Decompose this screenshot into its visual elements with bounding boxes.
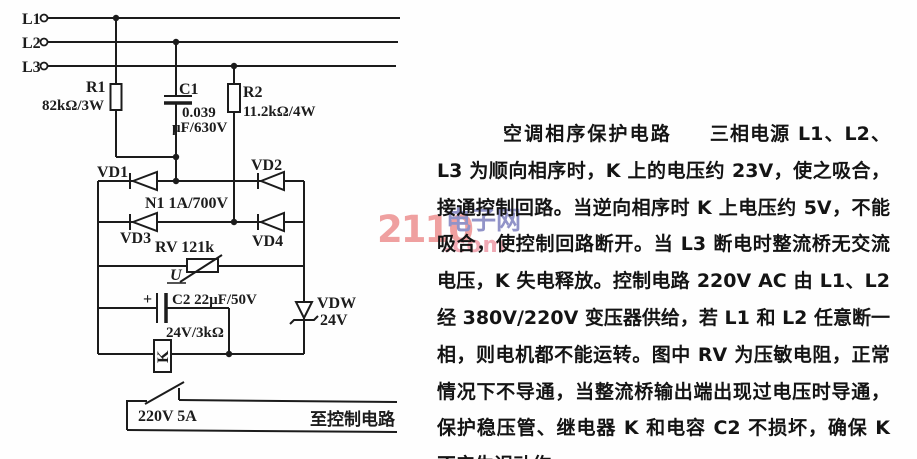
phase-line-l1: L1	[22, 11, 400, 28]
vd1-label: VD1	[97, 164, 128, 181]
capacitor-c2: + C2 22µF/50V	[98, 291, 257, 358]
diode-vd2: VD2	[251, 157, 285, 192]
c2-value-label: C2 22µF/50V	[172, 292, 257, 308]
output-label: 至控制电路	[310, 409, 396, 430]
description-paragraph: 空调相序保护电路三相电源 L1、L2、L3 为顺向相序时，K 上的电压约 23V…	[437, 116, 890, 459]
description-article: 空调相序保护电路三相电源 L1、L2、L3 为顺向相序时，K 上的电压约 23V…	[437, 116, 890, 459]
vd4-label: VD4	[252, 233, 283, 250]
article-body: 三相电源 L1、L2、L3 为顺向相序时，K 上的电压约 23V，使之吸合，接通…	[437, 123, 891, 459]
diode-vd1: VD1	[97, 164, 158, 192]
l3-label: L3	[22, 59, 41, 76]
diode-vd3: VD3	[120, 211, 158, 247]
resistor-r1: R1 82kΩ/3W	[42, 18, 176, 158]
vdw-ref-label: VDW	[317, 295, 356, 312]
resistor-r2: R2 11.2kΩ/4W	[227, 66, 315, 226]
relay-coil-k: K 24V/3kΩ	[153, 325, 224, 373]
c1-value2-label: µF/630V	[172, 120, 227, 136]
l2-label: L2	[22, 35, 41, 52]
l1-terminal-icon	[39, 13, 49, 23]
r2-ref-label: R2	[243, 84, 263, 101]
vdw-value-label: 24V	[320, 312, 348, 329]
capacitor-c1: C1 0.039 µF/630V	[164, 42, 227, 185]
circuit-schematic: L1 L2 L3 R1 82kΩ/3W	[22, 11, 400, 433]
varistor-rv: RV 121k U	[155, 239, 223, 284]
l2-terminal-icon	[39, 37, 49, 47]
zener-vdw: VDW 24V	[289, 295, 356, 329]
c1-ref-label: C1	[179, 81, 199, 98]
r1-ref-label: R1	[86, 79, 106, 96]
phase-line-l2: L2	[22, 35, 398, 52]
vd2-label: VD2	[251, 157, 282, 174]
phase-line-l3: L3	[22, 59, 396, 76]
diode-vd4: VD4	[252, 211, 285, 250]
l1-label: L1	[22, 11, 41, 28]
article-title: 空调相序保护电路	[503, 123, 672, 145]
rv-u-label: U	[170, 267, 183, 284]
c1-value1-label: 0.039	[182, 105, 216, 121]
n1-bridge-label: N1 1A/700V	[145, 195, 229, 212]
r1-value-label: 82kΩ/3W	[42, 98, 104, 114]
relay-value-label: 24V/3kΩ	[166, 325, 224, 341]
l3-terminal-icon	[39, 61, 49, 71]
vd3-label: VD3	[120, 230, 151, 247]
c2-plus-label: +	[143, 291, 152, 308]
relay-contact-output: 220V 5A 至控制电路	[126, 381, 398, 433]
rv-label: RV 121k	[155, 239, 214, 256]
contact-rating-label: 220V 5A	[138, 408, 197, 425]
relay-k-label: K	[155, 350, 172, 363]
r2-value-label: 11.2kΩ/4W	[243, 104, 315, 120]
